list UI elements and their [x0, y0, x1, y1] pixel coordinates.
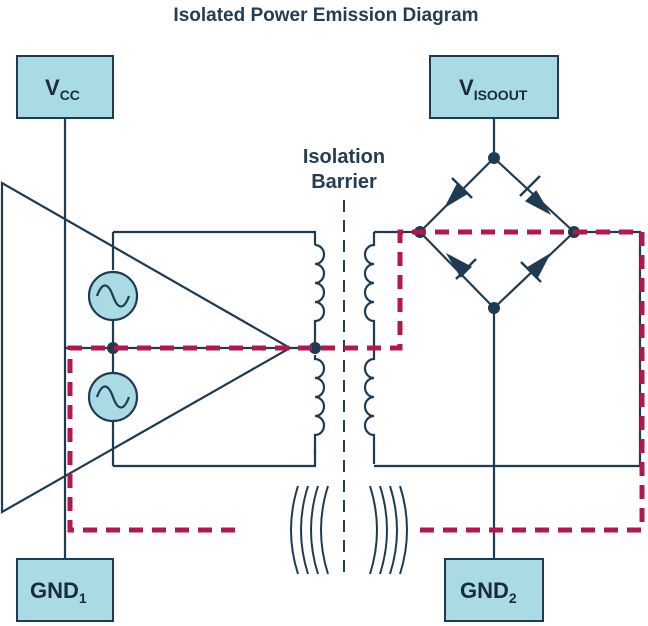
svg-text:VCC: VCC	[45, 75, 80, 103]
visoout-label: V	[459, 75, 474, 100]
barrier-label-line1: Isolation	[303, 146, 385, 168]
ac-source-upper	[87, 270, 139, 322]
gnd2-box: GND2	[444, 558, 544, 622]
gnd1-label: GND	[30, 578, 79, 603]
visoout-box: VISOOUT	[429, 55, 559, 119]
svg-text:GND1: GND1	[30, 578, 87, 606]
gnd2-subscript: 2	[509, 590, 517, 606]
emission-waves	[290, 485, 408, 575]
emission-wave-icon	[290, 485, 329, 575]
junction-dots	[107, 152, 580, 354]
diode-icon	[520, 252, 552, 283]
vcc-label: V	[45, 75, 60, 100]
ac-source-lower	[87, 371, 139, 423]
driver-triangle	[0, 181, 293, 514]
vcc-subscript: CC	[60, 87, 80, 103]
visoout-subscript: ISOOUT	[474, 87, 528, 103]
primary-wiring	[0, 118, 317, 559]
barrier-label-line2: Barrier	[311, 171, 377, 193]
emission-wave-icon	[369, 485, 408, 575]
secondary-coil	[363, 232, 376, 464]
gnd2-label: GND	[460, 578, 509, 603]
gnd1-subscript: 1	[79, 590, 87, 606]
diode-icon	[445, 252, 477, 280]
gnd1-box: GND1	[16, 558, 114, 622]
common-mode-loop	[67, 229, 645, 533]
svg-text:GND2: GND2	[460, 578, 517, 606]
primary-coil	[313, 243, 326, 455]
diode-icon	[519, 175, 552, 216]
diagram-title: Isolated Power Emission Diagram	[173, 5, 478, 26]
secondary-wiring	[374, 118, 642, 559]
vcc-box: VCC	[16, 55, 114, 119]
diode-icon	[443, 177, 473, 209]
diode-bridge	[443, 175, 552, 283]
svg-text:VISOOUT: VISOOUT	[459, 75, 528, 103]
